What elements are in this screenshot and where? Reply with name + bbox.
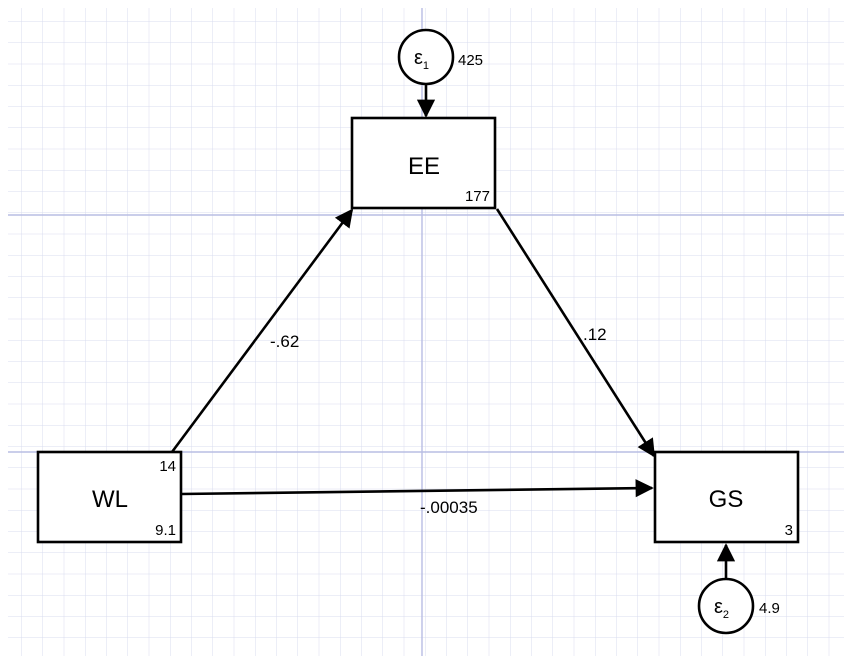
node-ee: EE 177: [350, 116, 497, 210]
node-gs: GS 3: [653, 450, 800, 544]
node-ee-value: 177: [465, 188, 490, 205]
error-e2-symbol: ε2: [714, 596, 729, 621]
error-e1-variance: 425: [458, 52, 483, 69]
node-wl: WL 14 9.1: [36, 450, 183, 544]
node-wl-value-bottom: 9.1: [155, 522, 176, 539]
error-e2-epsilon: ε: [714, 596, 723, 618]
path-wl-gs-coefficient: -.00035: [420, 498, 478, 517]
node-gs-value: 3: [785, 522, 793, 539]
error-e1-subscript: 1: [423, 60, 429, 72]
node-ee-label: EE: [408, 153, 440, 180]
node-wl-value-top: 14: [159, 458, 176, 475]
path-ee-gs-arrow: [495, 208, 656, 458]
error-e2: ε2 4.9: [697, 577, 780, 635]
path-wl-ee-arrow: [170, 208, 354, 453]
error-e1: ε1 425: [397, 28, 483, 86]
path-wl-ee-coefficient: -.62: [270, 332, 299, 351]
error-e2-variance: 4.9: [759, 600, 780, 617]
node-wl-label: WL: [92, 486, 128, 513]
node-gs-label: GS: [709, 486, 744, 513]
path-wl-gs-arrow: [180, 479, 654, 498]
error-e1-epsilon: ε: [414, 47, 423, 69]
error-e2-subscript: 2: [723, 609, 729, 621]
path-ee-gs-coefficient: .12: [583, 325, 607, 344]
error-e1-symbol: ε1: [414, 47, 429, 72]
